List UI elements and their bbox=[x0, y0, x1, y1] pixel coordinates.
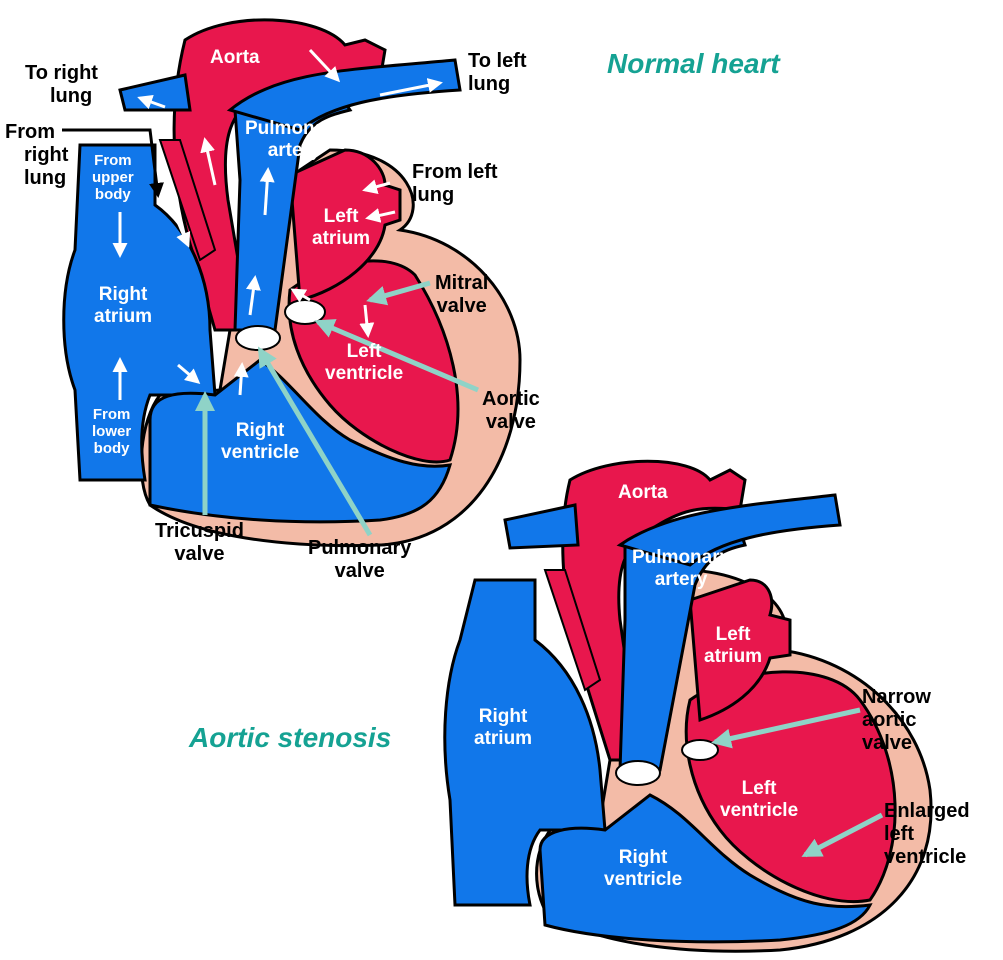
to-left-lung-label: To left lung bbox=[468, 50, 527, 96]
label-line: Mitral bbox=[435, 272, 488, 295]
label-line: ventricle bbox=[221, 442, 299, 464]
label-line: upper bbox=[92, 169, 134, 186]
from-right-lung-label: From right lung bbox=[5, 121, 68, 190]
from-left-lung-label: From left lung bbox=[412, 161, 498, 207]
label-line: body bbox=[92, 440, 131, 457]
normal-aorta-label: Aorta bbox=[210, 47, 260, 69]
label-line: valve bbox=[435, 295, 488, 318]
label-line: ventricle bbox=[884, 846, 970, 869]
mitral-valve-label: Mitral valve bbox=[435, 272, 488, 318]
label-line: Left bbox=[325, 341, 403, 363]
label-line: left bbox=[884, 823, 970, 846]
label-line: Tricuspid bbox=[155, 520, 244, 543]
label-line: Left bbox=[312, 206, 370, 228]
normal-heart-caption: Normal heart bbox=[607, 48, 780, 80]
normal-right-atrium-label: Right atrium bbox=[94, 284, 152, 328]
normal-right-ventricle-label: Right ventricle bbox=[221, 420, 299, 464]
stenosis-right-ventricle-label: Right ventricle bbox=[604, 847, 682, 891]
label-line: From bbox=[92, 406, 131, 423]
label-line: lung bbox=[5, 167, 68, 190]
label-line: right bbox=[5, 144, 68, 167]
label-line: Narrow bbox=[862, 686, 931, 709]
label-line: valve bbox=[308, 560, 411, 583]
stenosis-pulmonary-artery-label: Pulmonary artery bbox=[632, 547, 730, 591]
label-line: ventricle bbox=[720, 800, 798, 822]
from-upper-body-label: From upper body bbox=[92, 152, 134, 203]
normal-pulmonary-valve bbox=[236, 326, 280, 350]
label-line: Right bbox=[94, 284, 152, 306]
label-line: Aortic bbox=[482, 388, 540, 411]
label-line: ventricle bbox=[604, 869, 682, 891]
label-line: valve bbox=[862, 732, 931, 755]
label-line: atrium bbox=[474, 728, 532, 750]
stenosis-left-ventricle-label: Left ventricle bbox=[720, 778, 798, 822]
label-line: lung bbox=[468, 73, 527, 96]
label-line: Left bbox=[704, 624, 762, 646]
label-line: artery bbox=[632, 569, 730, 591]
stenosis-right-pulmonary-branch bbox=[505, 505, 578, 548]
label-line: Pulmonary bbox=[308, 537, 411, 560]
label-line: To right bbox=[25, 62, 98, 85]
label-line: valve bbox=[482, 411, 540, 434]
label-line: aortic bbox=[862, 709, 931, 732]
label-line: Pulmonary bbox=[245, 118, 343, 140]
label-line: lung bbox=[25, 85, 98, 108]
normal-left-ventricle-label: Left ventricle bbox=[325, 341, 403, 385]
label-line: Left bbox=[720, 778, 798, 800]
tricuspid-valve-label: Tricuspid valve bbox=[155, 520, 244, 566]
label-line: lower bbox=[92, 423, 131, 440]
stenosis-right-atrium-label: Right atrium bbox=[474, 706, 532, 750]
label-line: From bbox=[5, 121, 68, 144]
aortic-stenosis-caption: Aortic stenosis bbox=[189, 722, 391, 754]
label-line: To left bbox=[468, 50, 527, 73]
label-line: valve bbox=[155, 543, 244, 566]
label-line: lung bbox=[412, 184, 498, 207]
enlarged-left-ventricle-label: Enlarged left ventricle bbox=[884, 800, 970, 869]
stenosis-narrow-aortic-valve bbox=[682, 740, 718, 760]
from-lower-body-label: From lower body bbox=[92, 406, 131, 457]
label-line: From bbox=[92, 152, 134, 169]
normal-pulmonary-artery-label: Pulmonary artery bbox=[245, 118, 343, 162]
label-line: Right bbox=[221, 420, 299, 442]
label-line: From left bbox=[412, 161, 498, 184]
label-line: Pulmonary bbox=[632, 547, 730, 569]
label-line: ventricle bbox=[325, 363, 403, 385]
label-line: atrium bbox=[312, 228, 370, 250]
label-line: body bbox=[92, 186, 134, 203]
pulmonary-valve-label: Pulmonary valve bbox=[308, 537, 411, 583]
label-line: artery bbox=[245, 140, 343, 162]
flow-arrow bbox=[240, 365, 242, 395]
label-line: atrium bbox=[704, 646, 762, 668]
stenosis-left-atrium-label: Left atrium bbox=[704, 624, 762, 668]
normal-left-atrium-label: Left atrium bbox=[312, 206, 370, 250]
label-line: Right bbox=[474, 706, 532, 728]
stenosis-aorta-label: Aorta bbox=[618, 482, 668, 504]
label-line: Right bbox=[604, 847, 682, 869]
label-line: atrium bbox=[94, 306, 152, 328]
narrow-aortic-valve-label: Narrow aortic valve bbox=[862, 686, 931, 755]
aortic-valve-label: Aortic valve bbox=[482, 388, 540, 434]
label-line: Enlarged bbox=[884, 800, 970, 823]
stenosis-pulmonary-valve bbox=[616, 761, 660, 785]
to-right-lung-label: To right lung bbox=[25, 62, 98, 108]
